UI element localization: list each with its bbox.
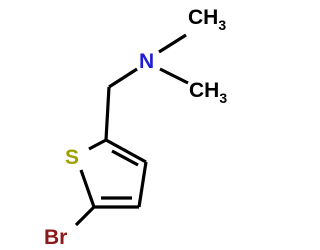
methyl-right-subscript: 3 bbox=[219, 90, 227, 106]
bond-n-methyl-right bbox=[159, 67, 189, 85]
bond-c3-c4 bbox=[137, 161, 148, 208]
methyl-top-label: CH3 bbox=[188, 6, 226, 33]
nitrogen-label: N bbox=[139, 50, 154, 73]
bond-s-c2 bbox=[88, 138, 107, 151]
bond-n-methyl-top bbox=[158, 33, 187, 54]
bond-c5-s bbox=[79, 169, 96, 208]
methyl-top-subscript: 3 bbox=[218, 17, 226, 33]
atom-labels: CH3 N CH3 S Br bbox=[44, 6, 227, 249]
bond-c5-br bbox=[74, 205, 96, 227]
bond-c2-c3 bbox=[105, 138, 147, 164]
bromine-label: Br bbox=[44, 226, 67, 249]
bonds bbox=[74, 33, 189, 227]
molecule-structure-diagram: CH3 N CH3 S Br bbox=[44, 6, 227, 249]
methyl-top-element: CH bbox=[188, 6, 218, 29]
sulfur-label: S bbox=[65, 146, 79, 169]
methyl-right-element: CH bbox=[189, 79, 219, 102]
bond-ring-ch2 bbox=[104, 86, 111, 141]
methyl-right-label: CH3 bbox=[189, 79, 227, 106]
bond-ch2-n bbox=[108, 67, 138, 89]
bond-c2-c3-inner bbox=[111, 149, 139, 167]
